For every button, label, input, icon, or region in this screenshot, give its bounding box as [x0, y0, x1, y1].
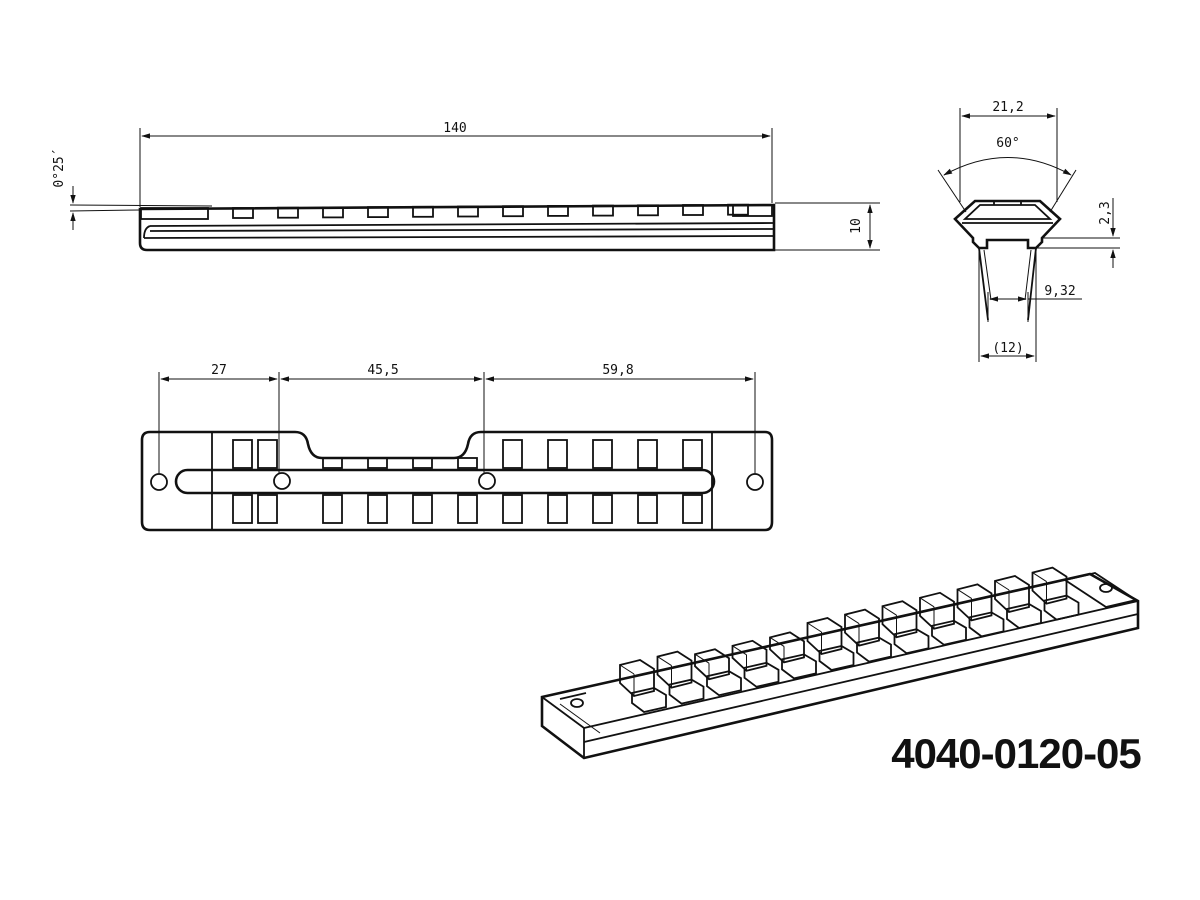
top-tooth — [502, 494, 523, 524]
top-tooth — [457, 494, 478, 524]
top-width-dimension: 21,2 — [992, 100, 1023, 115]
top-tooth — [637, 439, 658, 469]
isometric-view — [540, 566, 1140, 760]
iso-tooth-lower — [706, 670, 742, 697]
top-tooth — [322, 457, 343, 469]
side-view: 140 0°25´ 10 — [52, 121, 880, 252]
top-tooth — [367, 494, 388, 524]
dovetail-angle-dimension: 60° — [996, 136, 1019, 151]
side-tooth — [502, 205, 524, 218]
iso-teeth — [619, 566, 1080, 713]
top-view-outline — [140, 430, 774, 532]
side-tooth — [322, 206, 344, 219]
side-tooth — [727, 203, 749, 216]
top-tooth — [592, 494, 613, 524]
top-tooth — [412, 494, 433, 524]
top-tooth — [257, 439, 278, 469]
side-tooth — [682, 204, 704, 216]
top-tooth — [257, 494, 278, 524]
spacing-45-5: 45,5 — [367, 363, 398, 378]
top-tooth — [682, 439, 703, 469]
angle-dimension: 0°25´ — [52, 148, 67, 187]
iso-tooth-lower — [968, 611, 1005, 638]
section-view: 21,2 60° 2,3 9,32 (12) — [937, 100, 1120, 362]
height-dimension: 10 — [849, 218, 864, 234]
top-tooth — [412, 457, 433, 469]
top-tooth — [322, 494, 343, 524]
top-tooth — [547, 439, 568, 469]
end-block-left — [140, 207, 209, 220]
side-view-outline — [138, 203, 776, 252]
top-tooth — [547, 494, 568, 524]
spacing-59-8: 59,8 — [602, 363, 633, 378]
mounting-slot — [174, 468, 716, 495]
screw-hole-2 — [273, 472, 291, 490]
top-tooth — [367, 457, 388, 469]
iso-tooth-lower — [856, 636, 892, 663]
top-tooth — [232, 494, 253, 524]
top-tooth — [637, 494, 658, 524]
iso-tooth-lower — [931, 619, 967, 646]
length-dimension: 140 — [443, 121, 466, 136]
top-tooth — [592, 439, 613, 469]
iso-tooth-lower — [893, 628, 930, 655]
screw-hole-3 — [478, 472, 496, 490]
spacing-27: 27 — [211, 363, 227, 378]
top-teeth — [232, 439, 703, 524]
end-block-right — [732, 204, 773, 217]
side-tooth — [457, 205, 479, 218]
screw-hole-1 — [150, 473, 168, 491]
section-profile — [953, 199, 1062, 250]
side-tooth — [547, 204, 569, 217]
iso-tooth-lower — [743, 661, 780, 688]
side-tooth — [637, 204, 659, 217]
rail-height-dimension: 2,3 — [1098, 201, 1113, 224]
top-tooth — [502, 439, 523, 469]
top-tooth — [232, 439, 253, 469]
iso-tooth-lower — [781, 653, 817, 680]
iso-tooth-lower — [1043, 594, 1080, 621]
iso-tooth-lower — [668, 678, 705, 705]
iso-tooth-lower — [1006, 603, 1042, 629]
side-tooth — [592, 204, 614, 217]
iso-tooth-lower — [631, 687, 667, 713]
top-view: 27 45,5 59,8 — [140, 363, 774, 532]
side-tooth — [367, 206, 389, 219]
iso-tooth-lower — [818, 645, 855, 671]
side-tooth — [412, 205, 434, 218]
top-tooth — [457, 457, 478, 469]
screw-hole-4 — [746, 473, 764, 491]
base-width-dimension: (12) — [992, 341, 1023, 356]
slot-width-dimension: 9,32 — [1044, 284, 1075, 299]
part-number: 4040-0120-05 — [891, 730, 1141, 777]
side-tooth — [277, 206, 299, 219]
side-teeth — [232, 203, 749, 219]
side-tooth — [232, 207, 254, 219]
top-tooth — [682, 494, 703, 524]
